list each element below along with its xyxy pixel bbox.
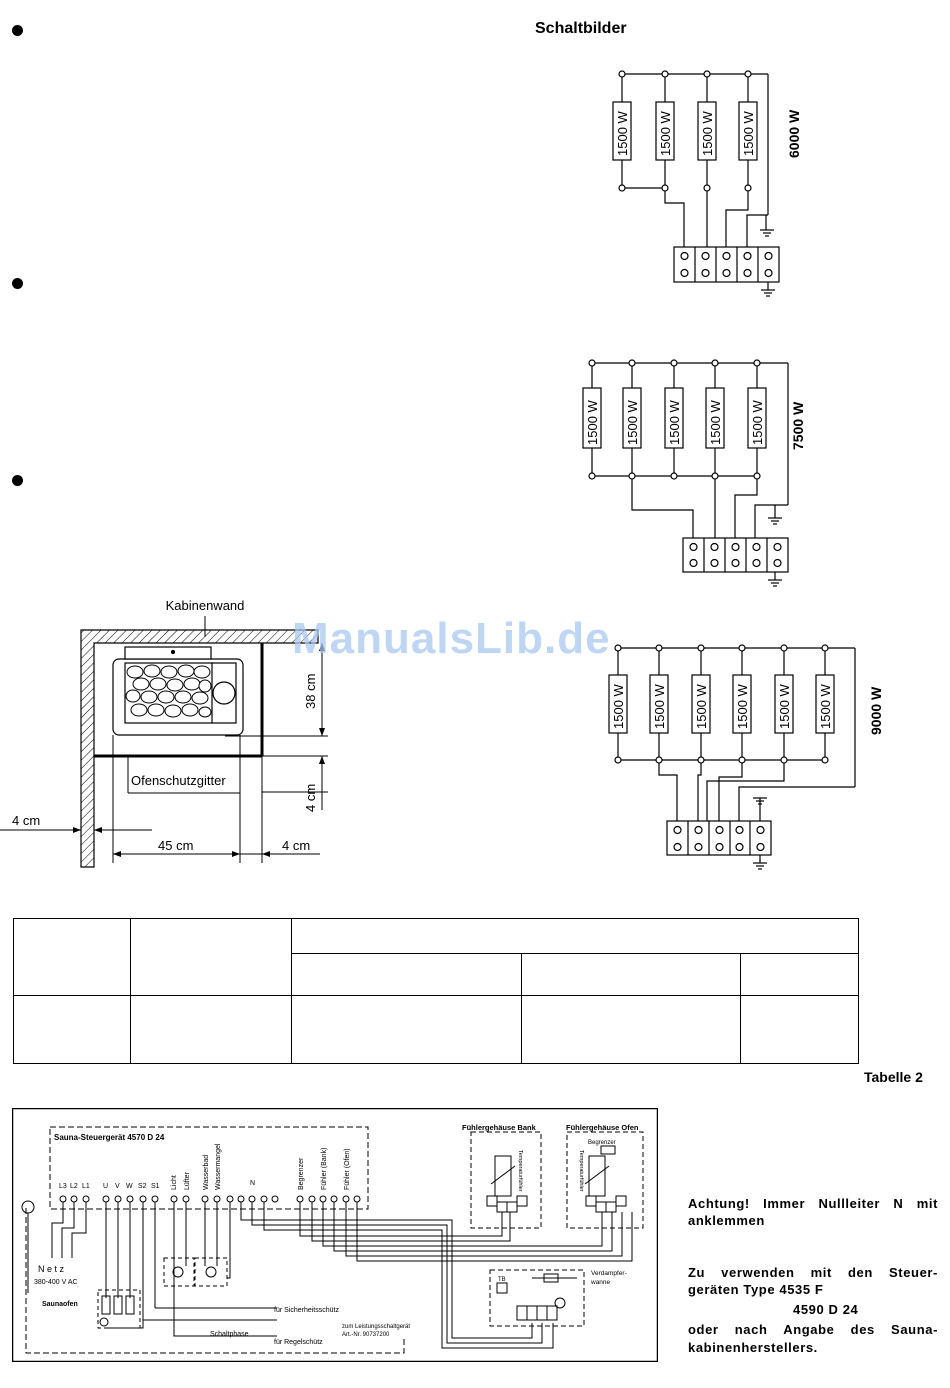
table-cell xyxy=(130,918,292,996)
evaporator-label-2: wanne xyxy=(590,1279,611,1286)
terminal-label: S2 xyxy=(138,1183,147,1190)
terminal-label: Wassermangel xyxy=(215,1143,222,1190)
table-cell xyxy=(521,953,741,996)
dim-38-label: 38 cm xyxy=(303,674,318,709)
oven-label: Saunaofen xyxy=(42,1301,78,1308)
resistor-label: 1500 W xyxy=(708,399,723,445)
terminal-label: W xyxy=(126,1183,133,1190)
controller-wiring-diagram: Sauna-Steuergerät 4570 D 24 Fühlergehäus… xyxy=(12,1108,658,1362)
sensor-temp-label: Temperaturfühler xyxy=(517,1150,523,1192)
warning-note: Achtung! Immer Nullleiter N mit anklemme… xyxy=(688,1196,938,1228)
table-cell xyxy=(291,995,522,1064)
table-cell xyxy=(521,995,741,1064)
table-cell xyxy=(740,953,859,996)
table-cell xyxy=(13,995,131,1064)
limiter-label: Begrenzer xyxy=(588,1140,616,1146)
terminal-label: V xyxy=(115,1183,120,1190)
terminal-label: N xyxy=(250,1180,255,1187)
usage-note-line-4: oder nach Angabe des Sauna- xyxy=(688,1322,938,1337)
resistor-label: 1500 W xyxy=(625,399,640,445)
table-cell xyxy=(130,995,292,1064)
terminal-label: L1 xyxy=(82,1183,90,1190)
controller-title: Sauna-Steuergerät 4570 D 24 xyxy=(54,1133,165,1142)
resistor-label: 1500 W xyxy=(750,399,765,445)
resistor-label: 1500 W xyxy=(652,683,667,729)
article-number: Art.-Nr. 90737200 xyxy=(342,1332,390,1338)
watermark: ManualsLib.de xyxy=(292,614,611,663)
dim-4-right-label: 4 cm xyxy=(282,838,310,853)
sensor-bank-label: Fühlergehäuse Bank xyxy=(462,1123,537,1132)
wiring-diagram-9000w: 1500 W 1500 W 1500 W 1500 W 1500 W 1500 … xyxy=(608,644,884,870)
dim-45-label: 45 cm xyxy=(158,838,193,853)
grid-label: Ofenschutzgitter xyxy=(131,773,226,788)
dim-4-vertical-label: 4 cm xyxy=(303,784,318,812)
bullet-2 xyxy=(12,278,23,289)
terminal-label: Begrenzer xyxy=(298,1157,305,1190)
resistor-label: 1500 W xyxy=(777,683,792,729)
terminal-label: Licht xyxy=(171,1175,178,1190)
resistor-label: 1500 W xyxy=(667,399,682,445)
wall-label: Kabinenwand xyxy=(166,598,245,613)
usage-note-line-3: 4590 D 24 xyxy=(793,1302,859,1317)
resistor-label: 1500 W xyxy=(700,110,715,156)
usage-note-line-1: Zu verwenden mit den Steuer- xyxy=(688,1265,938,1280)
bullet-3 xyxy=(12,475,23,486)
tb-label: TB xyxy=(498,1277,506,1283)
table-cell xyxy=(740,995,859,1064)
power-device-label: zum Leistungsschaltgerät xyxy=(342,1324,410,1330)
sensor-oven-label: Fühlergehäuse Ofen xyxy=(566,1123,639,1132)
power-label: 6000 W xyxy=(786,109,802,158)
power-label: 7500 W xyxy=(790,401,806,450)
switch-phase-label: Schaltphase xyxy=(210,1331,249,1338)
power-label: 9000 W xyxy=(868,686,884,735)
resistor-label: 1500 W xyxy=(818,683,833,729)
resistor-label: 1500 W xyxy=(694,683,709,729)
resistor-label: 1500 W xyxy=(615,110,630,156)
control-contactor-label: für Regelschütz xyxy=(274,1339,323,1346)
installation-drawing: Kabinenwand Ofenschutzgitter 38 cm 4 cm … xyxy=(0,598,328,868)
terminal-label: Fühler (Bank) xyxy=(321,1148,328,1190)
mains-voltage-label: 380-400 V AC xyxy=(34,1279,78,1286)
safety-contactor-label: für Sicherheitsschütz xyxy=(274,1307,339,1314)
terminal-label: Fühler (Ofen) xyxy=(344,1148,351,1190)
terminal-label: L3 xyxy=(59,1183,67,1190)
dim-4-left-label: 4 cm xyxy=(12,813,40,828)
bullet-1 xyxy=(12,25,23,36)
mains-label: N e t z xyxy=(38,1264,65,1274)
resistor-label: 1500 W xyxy=(611,683,626,729)
wiring-diagram-6000w: 1500 W 1500 W 1500 W 1500 W 6000 W xyxy=(612,70,802,297)
terminal-label: S1 xyxy=(151,1183,160,1190)
usage-note-line-5: kabinenherstellers. xyxy=(688,1340,818,1355)
evaporator-label: Verdampfer- xyxy=(591,1270,627,1277)
table-caption: Tabelle 2 xyxy=(864,1069,923,1085)
resistor-label: 1500 W xyxy=(741,110,756,156)
terminal-label: L2 xyxy=(70,1183,78,1190)
table-cell xyxy=(291,918,859,954)
page-title: Schaltbilder xyxy=(535,20,627,37)
usage-note-line-2: geräten Type 4535 F xyxy=(688,1282,824,1297)
resistor-label: 1500 W xyxy=(658,110,673,156)
terminal-label: U xyxy=(103,1183,108,1190)
table-cell xyxy=(13,918,131,996)
specification-table xyxy=(13,918,859,1064)
resistor-label: 1500 W xyxy=(735,683,750,729)
resistor-label: 1500 W xyxy=(585,399,600,445)
sensor-temp-label: Temperaturfühler xyxy=(578,1150,584,1192)
terminal-label: Wasserbad xyxy=(203,1155,210,1190)
table-cell xyxy=(291,953,522,996)
wiring-diagram-7500w: 1500 W 1500 W 1500 W 1500 W 1500 W 7500 … xyxy=(582,359,806,587)
terminal-label: Lüfter xyxy=(184,1171,191,1190)
